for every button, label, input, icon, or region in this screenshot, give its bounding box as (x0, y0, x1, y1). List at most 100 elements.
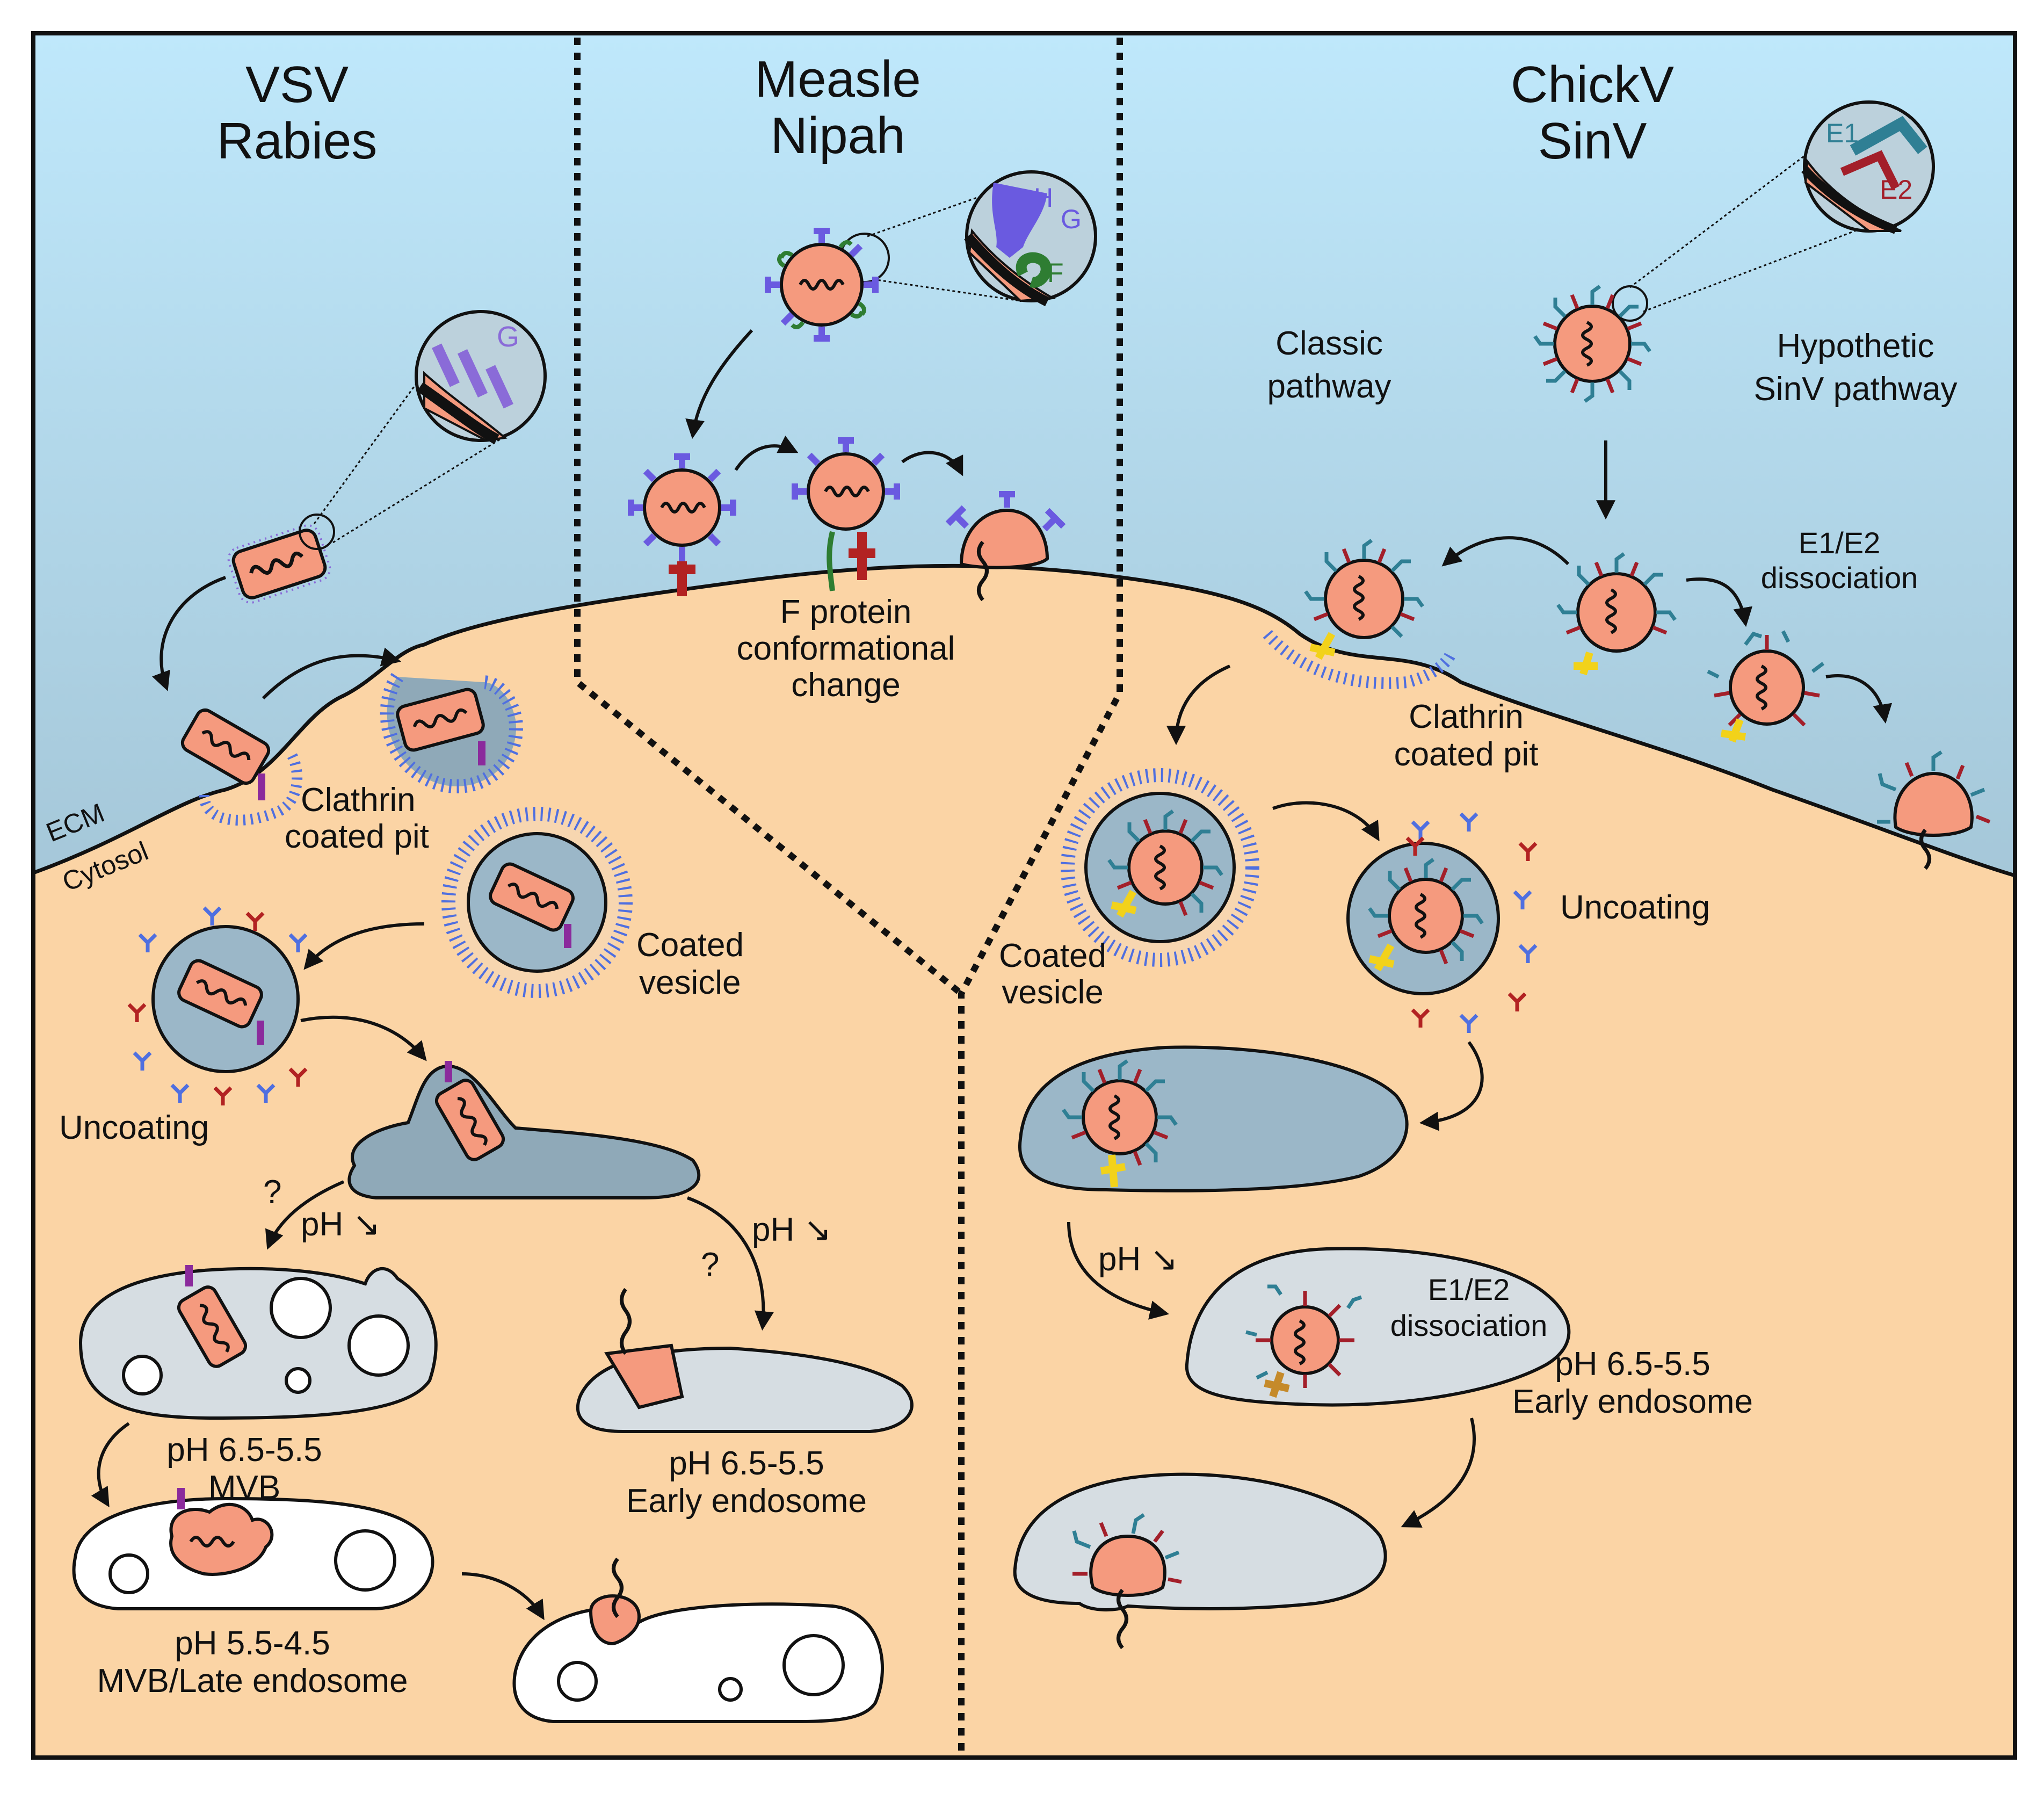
chikv-virion-free (1533, 285, 1651, 403)
vsv-virion-free (227, 524, 331, 604)
measles-title-line1: Measle (755, 50, 920, 108)
vsv-sorting-endosome (347, 1061, 701, 1199)
vsv-arrow-late (91, 1422, 130, 1508)
measles-arrow-approach (685, 329, 753, 439)
vsv-ph-drop-1: pH ↘ (301, 1206, 380, 1243)
measles-virion-fusing (945, 491, 1066, 602)
chikv-virion-dissociating (1707, 630, 1825, 727)
vsv-clathrin-line2: coated pit (285, 818, 429, 855)
measles-fprotein-line1: F protein (780, 594, 912, 631)
chikv-e2-label: E2 (1880, 175, 1912, 205)
vsv-title-line1: VSV (245, 56, 349, 113)
vsv-arrow-mvb (265, 1180, 345, 1250)
vsv-early-endosome (576, 1288, 914, 1433)
vsv-early-ph: pH 6.5-5.5 (669, 1445, 824, 1482)
vsv-zoom-source (299, 514, 335, 550)
chikv-classic-line1: Classic (1275, 325, 1383, 362)
measles-h-label: H (1034, 183, 1053, 213)
chikv-dissoc-top-line2: dissociation (1761, 561, 1918, 595)
chikv-blue-endosome (1018, 1045, 1409, 1192)
vsv-mvb (78, 1265, 438, 1420)
chikv-title-line1: ChickV (1511, 56, 1674, 113)
vsv-coated-line1: Coated (636, 927, 744, 964)
chikv-classic-line2: pathway (1267, 368, 1391, 405)
vsv-question-1: ? (263, 1174, 281, 1211)
vsv-question-2: ? (701, 1246, 719, 1283)
measles-arrow-step-1 (734, 436, 799, 471)
vsv-late-ph: pH 5.5-4.5 (175, 1625, 330, 1662)
measles-receptor-2 (849, 532, 875, 580)
vsv-arrow-fusion (461, 1572, 545, 1621)
measles-receptor-1 (669, 561, 695, 596)
measles-hg-zoom: H G F (839, 170, 1097, 307)
chikv-arrow-fusion (1401, 1418, 1476, 1528)
vsv-arrow-endosome (300, 1015, 427, 1061)
chikv-coated-line1: Coated (999, 937, 1106, 974)
vsv-clathrin-pit (180, 708, 303, 826)
chikv-receptor-hypo (1720, 718, 1746, 743)
chikv-virion-bound (1556, 552, 1677, 653)
measles-f-extended (827, 531, 835, 591)
chikv-e1-label: E1 (1826, 118, 1859, 148)
chikv-e1e2-zoom: E1 E2 (1612, 100, 1935, 322)
vsv-ph-drop-2: pH ↘ (752, 1211, 831, 1248)
vsv-clathrin-fragments (127, 906, 308, 1105)
chikv-uncoating-vesicle (1346, 842, 1500, 995)
chikv-clathrin-line1: Clathrin (1409, 698, 1524, 735)
chikv-arrow-hypo (1686, 577, 1753, 627)
vsv-late-endosome (72, 1488, 434, 1610)
chikv-uncoating: Uncoating (1560, 889, 1710, 926)
chikv-early-label: Early endosome (1512, 1383, 1753, 1420)
divider-left (574, 38, 963, 996)
chikv-virion-fusing (1877, 750, 1991, 870)
chikv-arrow-endosome (1419, 1041, 1484, 1131)
measles-virion-free (765, 228, 879, 342)
vsv-uncoating: Uncoating (59, 1109, 209, 1146)
measles-g-label: G (1061, 204, 1082, 234)
vsv-uncoating-vesicle (151, 925, 300, 1073)
chikv-dissoc-inner-line2: dissociation (1390, 1308, 1548, 1342)
chikv-arrow-early (1067, 1221, 1170, 1320)
vsv-title-line2: Rabies (217, 112, 378, 170)
vsv-g-label: G (497, 321, 519, 353)
measles-arrow-step-2 (901, 451, 963, 476)
measles-title-line2: Nipah (771, 107, 905, 164)
measles-virion-bound-1 (628, 453, 736, 561)
vsv-arrow-attach (152, 576, 226, 691)
vsv-late-label: MVB/Late endosome (97, 1662, 408, 1700)
chikv-fusion-endosome (1013, 1472, 1387, 1650)
measles-fprotein-line3: change (791, 667, 900, 704)
chikv-receptor-center (1574, 651, 1598, 676)
vsv-fusion-endosome (512, 1557, 884, 1723)
chikv-early-ph: pH 6.5-5.5 (1555, 1346, 1710, 1383)
chikv-coated-vesicle (1061, 768, 1259, 967)
chikv-dissoc-inner-line1: E1/E2 (1428, 1273, 1510, 1306)
chikv-early-endosome (1185, 1247, 1571, 1407)
chikv-clathrin-pit (1263, 539, 1455, 689)
chikv-hypo-line1: Hypothetic (1777, 328, 1934, 365)
vsv-arrow-uncoat (303, 922, 425, 970)
chikv-hypo-line2: SinV pathway (1753, 371, 1957, 408)
vsv-mvb-ph: pH 6.5-5.5 (166, 1431, 322, 1469)
measles-fprotein-line2: conformational (737, 630, 955, 667)
chikv-clathrin-fragments (1405, 812, 1538, 1033)
chikv-arrow-classic (1441, 536, 1570, 567)
vsv-arrow-pit (262, 647, 401, 700)
chikv-title-line2: SinV (1538, 112, 1647, 170)
chikv-dissoc-top-line1: E1/E2 (1799, 526, 1881, 560)
vsv-early-label: Early endosome (626, 1483, 867, 1520)
measles-virion-bound-2 (792, 437, 900, 531)
chikv-ph-drop: pH ↘ (1098, 1241, 1178, 1278)
vsv-coated-line2: vesicle (639, 964, 741, 1001)
vsv-clathrin-line1: Clathrin (301, 782, 416, 819)
frame (31, 31, 2017, 1760)
vsv-arrow-early (686, 1196, 774, 1331)
vsv-glycoprotein-zoom: G (313, 310, 547, 544)
chikv-arrow-uncoat (1272, 801, 1380, 842)
vsv-clathrin-pit-deep (380, 673, 523, 793)
vsv-coated-vesicle (441, 807, 633, 998)
chikv-arrow-fuse (1825, 674, 1893, 724)
chikv-arrow-vesicle (1166, 664, 1231, 746)
